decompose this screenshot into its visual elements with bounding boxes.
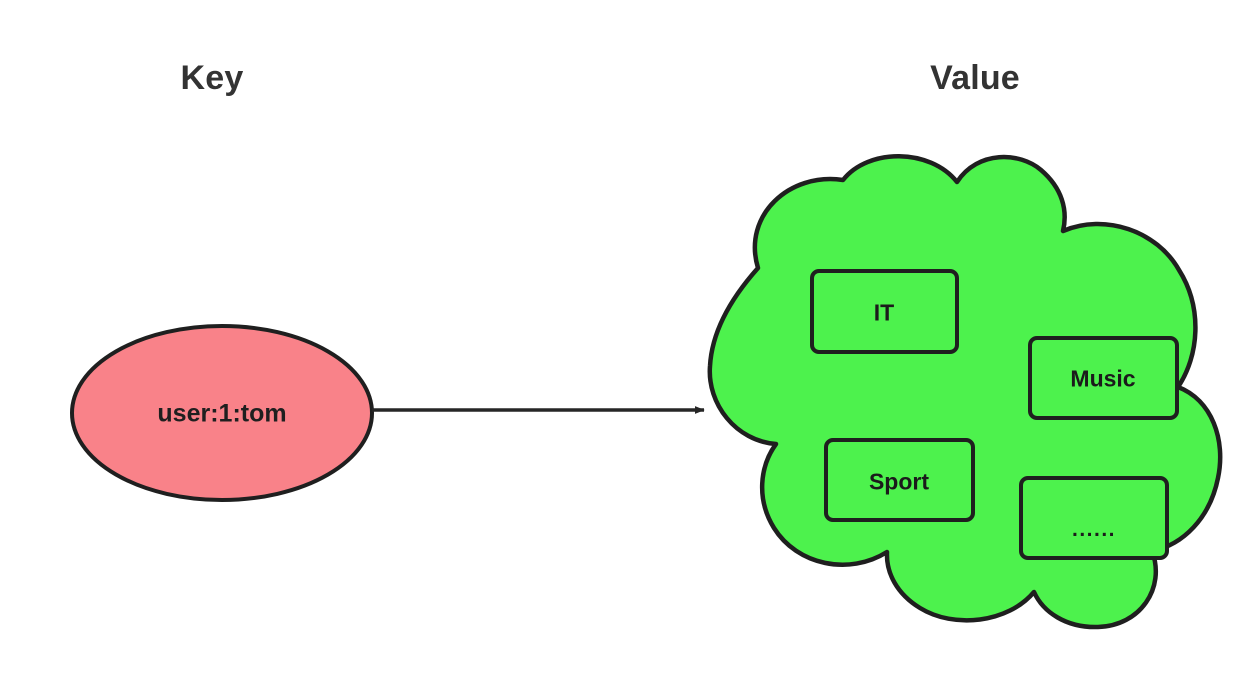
tag-label-music: Music	[1070, 365, 1136, 392]
tag-box-sport[interactable]	[824, 438, 975, 522]
tag-box-music[interactable]	[1028, 336, 1179, 420]
column-title-value: Value	[930, 59, 1020, 97]
key-node-label: user:1:tom	[157, 399, 287, 428]
tag-label-it: IT	[873, 299, 895, 326]
tag-label-sport: Sport	[868, 468, 930, 495]
tag-boxes	[810, 269, 1179, 560]
column-title-key: Key	[180, 59, 244, 97]
tag-label-ellipsis: ......	[1071, 518, 1117, 541]
tag-box-it[interactable]	[810, 269, 959, 354]
key-node-ellipse[interactable]	[70, 324, 374, 502]
tag-box-ellipsis[interactable]	[1019, 476, 1169, 560]
